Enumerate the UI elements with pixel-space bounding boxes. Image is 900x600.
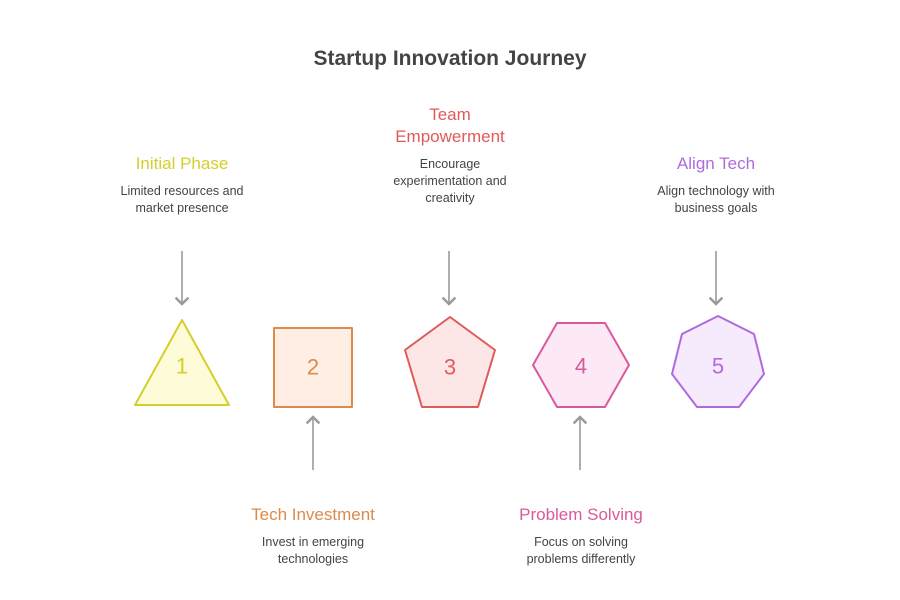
step-4-title: Problem Solving [519,505,643,524]
step-2-description: Invest in emerging technologies [261,535,365,566]
step-1-number: 1 [176,354,188,379]
heptagon-shape [671,315,765,408]
step-3-number: 3 [444,355,456,380]
step-1-triangle: 1 [134,319,230,406]
step-4-label: Problem Solving Focus on solving problem… [491,504,671,568]
step-5-description: Align technology with business goals [657,184,775,215]
step-5-heptagon: 5 [671,315,765,408]
square-shape [273,327,353,408]
step-4-number: 4 [575,354,587,379]
step-2-label: Tech Investment Invest in emerging techn… [223,504,403,568]
pentagon-shape [404,316,496,408]
step-5-number: 5 [712,354,724,379]
step-5-title: Align Tech [676,154,756,173]
diagram-title: Startup Innovation Journey [313,47,587,70]
step-1-description: Limited resources and market presence [120,184,244,215]
step-3-description: Encourage experimentation and creativity [393,157,507,205]
step-4-description: Focus on solving problems differently [526,535,636,566]
step-2-number: 2 [307,355,319,380]
hexagon-shape [532,322,630,408]
step-3-label: Team Empowerment Encourage experimentati… [360,104,540,207]
step-2-title: Tech Investment [251,505,375,524]
step-1-title: Initial Phase [135,154,229,173]
step-1-label: Initial Phase Limited resources and mark… [92,153,272,217]
triangle-shape [134,319,230,406]
step-4-hexagon: 4 [532,322,630,408]
step-3-pentagon: 3 [404,316,496,408]
step-2-square: 2 [273,327,353,408]
step-3-title: Team Empowerment [395,105,505,146]
step-5-label: Align Tech Align technology with busines… [626,153,806,217]
